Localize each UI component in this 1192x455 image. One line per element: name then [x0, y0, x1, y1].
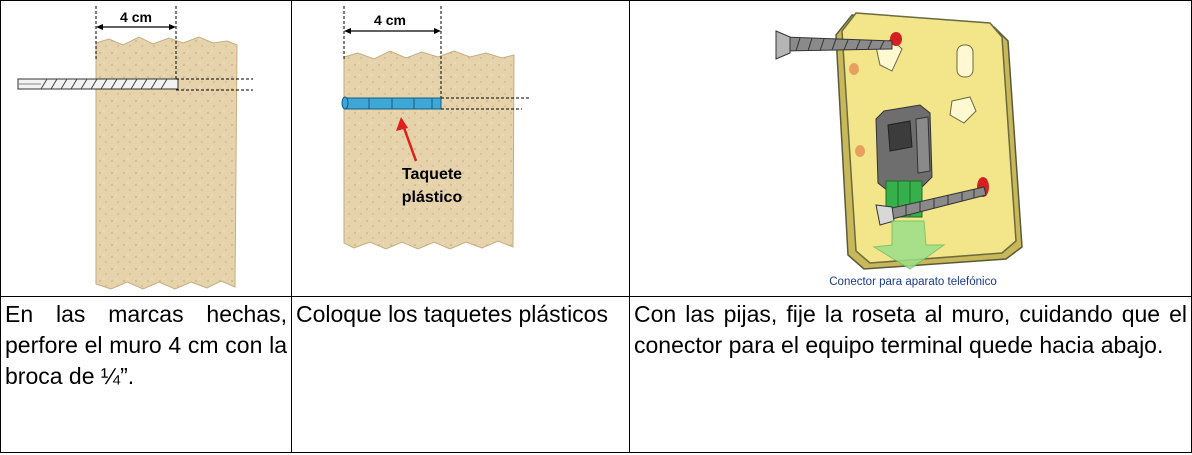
plastic-plug — [344, 97, 442, 110]
phone-connector-module — [875, 104, 933, 218]
measure-label-4cm: 4 cm — [120, 9, 152, 25]
screw-bottom — [875, 186, 987, 226]
panel-drill-illustration: 4 cm — [0, 0, 292, 297]
screw-top — [775, 30, 893, 60]
connector-label: Conector para aparato telefónico — [829, 276, 997, 288]
callout-label-line2: plástico — [402, 189, 463, 206]
wall-block — [95, 36, 238, 290]
measure-label-4cm: 4 cm — [374, 12, 406, 28]
caption-rosette: Con las pijas, fije la roseta al muro, c… — [634, 301, 1187, 358]
plug-diagram: 4 cm Taquete plástico — [341, 6, 530, 250]
panel-rosette-illustration: Conector para aparato telefónico — [629, 0, 1192, 297]
caption-cell-3: Con las pijas, fije la roseta al muro, c… — [629, 296, 1192, 453]
caption-cell-1: En las marcas hechas, perfore el muro 4 … — [0, 296, 292, 453]
caption-drill: En las marcas hechas, perfore el muro 4 … — [5, 301, 287, 389]
callout-arrow — [401, 124, 418, 162]
caption-cell-2: Coloque los taquetes plásticos — [291, 296, 630, 453]
panel-plug-illustration: 4 cm Taquete plástico — [291, 0, 630, 297]
wall-block — [343, 50, 515, 250]
rosette-diagram: Conector para aparato telefónico — [775, 12, 1023, 288]
drill-diagram: 4 cm — [17, 6, 253, 290]
callout-label-line1: Taquete — [402, 166, 462, 183]
down-arrow — [872, 220, 946, 270]
caption-plug: Coloque los taquetes plásticos — [296, 301, 608, 327]
